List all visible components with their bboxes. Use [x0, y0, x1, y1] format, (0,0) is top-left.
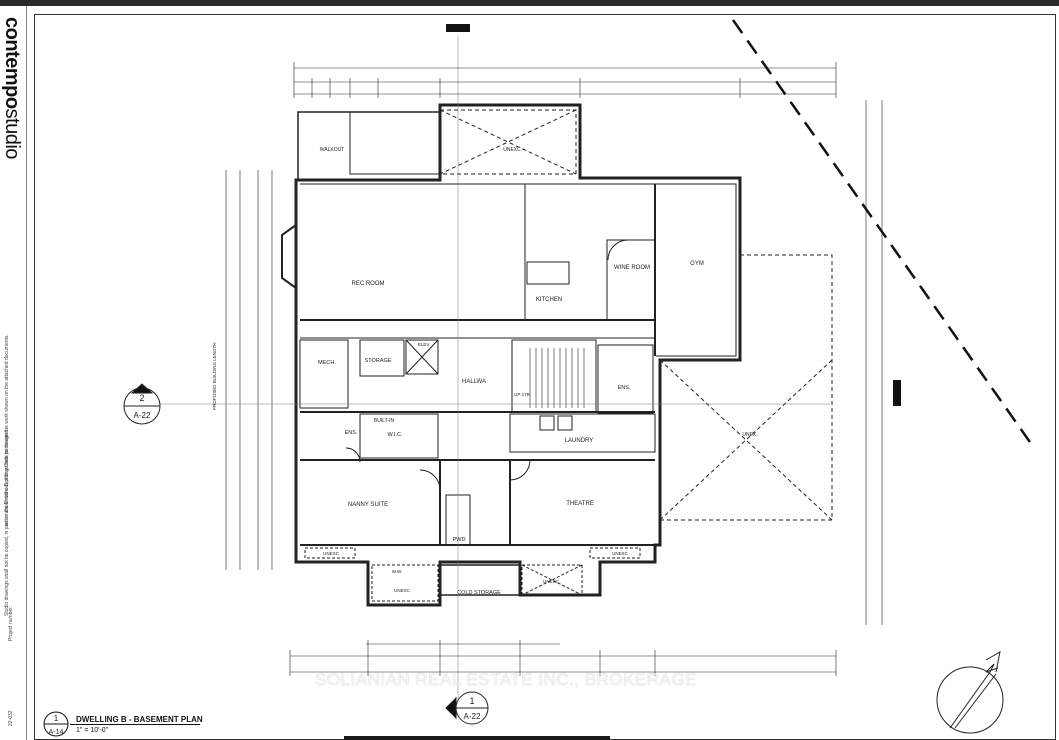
wine-room-walls: [606, 239, 656, 321]
room-storage: STORAGE: [365, 358, 392, 364]
room-cold-storage: COLD STORAGE: [457, 590, 501, 596]
section-marker-left: [123, 383, 161, 425]
section-left-sheet: A-22: [134, 411, 151, 420]
room-ww: W.W.: [392, 569, 403, 574]
room-walkout: WALKOUT: [320, 147, 345, 153]
title-marker-icon: 1 A-14: [43, 711, 69, 737]
title-block: 1 A-14 DWELLING B - BASEMENT PLAN 1" = 1…: [40, 710, 210, 738]
room-hallway: HALLWA: [462, 379, 486, 385]
unex-right-area: [659, 254, 833, 521]
elevator: [405, 339, 439, 375]
watermark: SOLIANIAN REAL ESTATE INC., BROKERAGE: [315, 670, 697, 689]
top-bar: [0, 0, 1059, 6]
room-built-in: BUILT-IN: [374, 418, 395, 424]
room-unex-right: UNEX.: [742, 432, 757, 438]
title-underline: [70, 724, 200, 725]
unexc-cold-box: [521, 564, 583, 596]
room-laundry: LAUNDRY: [565, 438, 594, 444]
section-bottom-number: 1: [469, 696, 474, 706]
room-rec-room: REC ROOM: [352, 281, 385, 287]
room-gym: GYM: [690, 261, 704, 267]
room-unexc-bl: UNEXC: [323, 551, 340, 556]
room-ens-left: ENS.: [345, 430, 358, 436]
walkout-area: [297, 111, 441, 181]
room-nanny-suite: NANNY SUITE: [348, 502, 388, 508]
north-arrow-icon: [936, 651, 1004, 734]
room-pwd: PWD: [453, 537, 466, 543]
room-unexc-br: UNEXC: [612, 551, 629, 556]
side-length-label: PROPOSED BUILDING LENGTH: [212, 342, 217, 410]
plan-title: DWELLING B - BASEMENT PLAN: [76, 715, 203, 724]
room-unexc-bottom: UNEXC: [543, 579, 560, 584]
title-number: 1: [54, 714, 59, 723]
room-kitchen: KITCHEN: [536, 297, 562, 303]
plan-scale: 1" = 10'-0": [76, 727, 109, 734]
room-unexc-cold: UNEXC: [394, 588, 411, 593]
property-line: [731, 19, 1034, 446]
foundation-outline: [294, 103, 742, 607]
room-up: UP 17R: [514, 392, 530, 397]
room-wine-room: WINE ROOM: [614, 265, 650, 271]
title-sheet: A-14: [49, 729, 64, 736]
title-sidebar: contempostudio out in the Ontario Buildi…: [0, 6, 27, 740]
room-elev: ELEV.: [418, 342, 430, 347]
room-wic: W.I.C.: [388, 432, 403, 438]
room-mech: MECH.: [318, 360, 336, 366]
section-marker-bottom: [445, 691, 489, 725]
section-left-number: 2: [139, 393, 144, 403]
section-bottom-sheet: A-22: [464, 712, 481, 721]
unexc-top-box: [439, 109, 577, 175]
room-ens-right: ENS.: [618, 385, 631, 391]
room-unexc-top: UNEXC: [503, 147, 521, 153]
bottom-strip: [344, 736, 610, 740]
room-theatre: THEATRE: [566, 501, 594, 507]
